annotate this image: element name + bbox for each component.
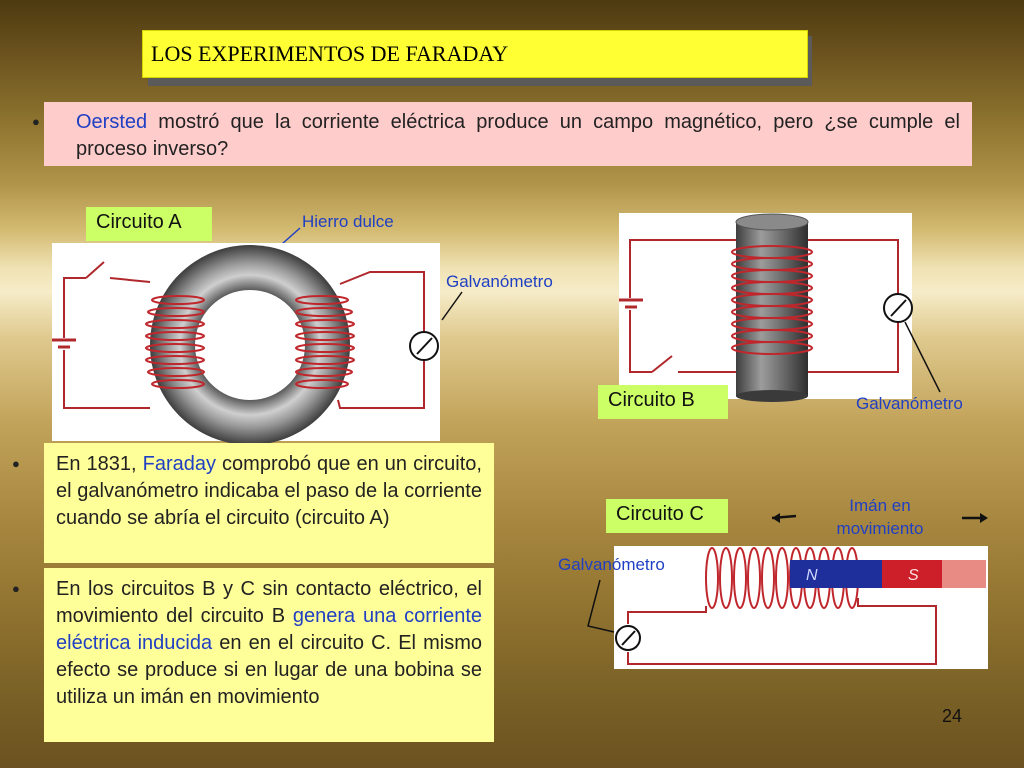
bullet-icon: ● xyxy=(12,456,20,471)
page-number: 24 xyxy=(941,706,962,726)
arrow-right-icon xyxy=(962,513,988,523)
box1-pre: En 1831, xyxy=(56,453,143,475)
bullet-icon: ● xyxy=(12,581,20,596)
iron-pointer-line xyxy=(281,227,301,245)
iron-core xyxy=(736,222,808,396)
box1-text: comprobó que en un circuito, el galvanóm… xyxy=(56,453,482,529)
magnet-n-letter: N xyxy=(806,567,818,584)
box2-text: en en el circuito C. El mismo efecto se … xyxy=(56,632,482,708)
magnet-icon: N S xyxy=(790,560,986,588)
induced-current-text: genera una corriente eléctrica inducida xyxy=(56,605,482,654)
magnet-label: Imán en movimiento xyxy=(830,494,930,540)
arrow-left-icon xyxy=(771,513,797,523)
circuit-b-label: Circuito B xyxy=(598,385,728,419)
circuit-c-galvanometer-label: Galvanómetro xyxy=(558,555,665,574)
magnet-label-line1: Imán en xyxy=(849,496,911,515)
box2-pre: En los circuitos B y C sin contacto eléc… xyxy=(56,578,482,627)
intro-box: ● Oersted mostró que la corriente eléctri… xyxy=(32,102,972,166)
coil-left xyxy=(145,295,205,389)
magnet-s-letter: S xyxy=(908,567,919,584)
induction-box: ● En los circuitos B y C sin contacto elé… xyxy=(12,568,494,742)
faraday-text: Faraday xyxy=(142,453,216,475)
bullet-icon: ● xyxy=(32,114,40,129)
circuit-b-diagram xyxy=(619,213,941,402)
intro-text: mostró que la corriente eléctrica produc… xyxy=(76,111,960,160)
oersted-text: Oersted xyxy=(76,111,148,133)
circuit-a-galvanometer-label: Galvanómetro xyxy=(446,272,553,291)
switch-icon xyxy=(85,261,105,279)
magnet-label-line2: movimiento xyxy=(836,519,924,538)
circuit-a-diagram xyxy=(52,245,439,445)
circuit-b-galvanometer-label: Galvanómetro xyxy=(856,394,963,413)
circuit-c-diagram: N S xyxy=(587,513,988,665)
coil-b xyxy=(731,245,813,355)
iron-label: Hierro dulce xyxy=(302,212,394,231)
slide-title: LOS EXPERIMENTOS DE FARADAY xyxy=(142,30,808,78)
coil-right xyxy=(295,295,355,389)
switch-b-icon xyxy=(651,355,673,373)
circuit-a-label: Circuito A xyxy=(86,207,212,241)
faraday-box: ● En 1831, Faraday comprobó que en un cir… xyxy=(12,443,494,563)
circuit-c-label: Circuito C xyxy=(606,499,728,533)
galv-a-pointer-line xyxy=(441,291,463,321)
